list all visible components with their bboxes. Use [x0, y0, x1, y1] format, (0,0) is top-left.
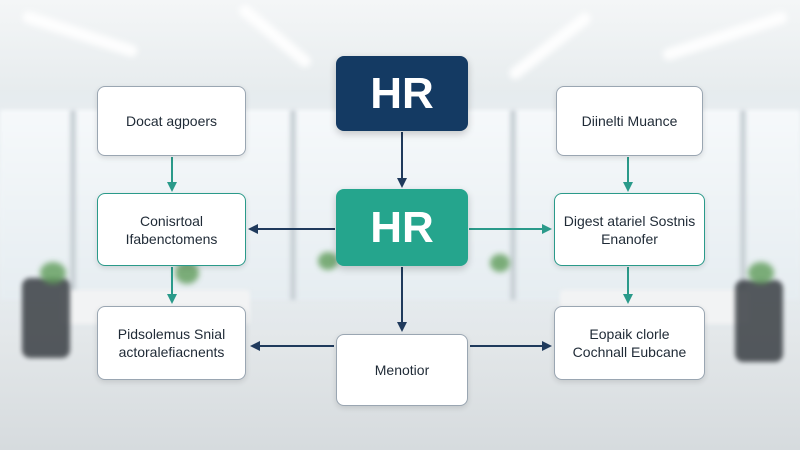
bottom-center-node: Menotior [336, 334, 468, 406]
window-frame [510, 110, 516, 300]
office-chair [22, 278, 70, 358]
window-frame [740, 110, 746, 300]
hr-top-label: HR [370, 68, 434, 118]
window-frame [70, 110, 76, 300]
top-right-node: Diinelti Muance [556, 86, 703, 156]
top-left-node: Docat agpoers [97, 86, 246, 156]
bottom-right-node: Eopaik clorle Cochnall Eubcane [554, 306, 705, 380]
hr-center-node: HR [336, 189, 468, 266]
plant [40, 262, 66, 284]
plant [490, 254, 510, 272]
bottom-right-label-line1: Eopaik clorle [589, 326, 670, 342]
plant [175, 262, 199, 284]
bottom-left-label-line1: Pidsolemus Snial [117, 326, 226, 342]
window-frame [290, 110, 296, 300]
office-chair [735, 280, 783, 362]
plant [318, 252, 338, 270]
mid-right-label-line2: Enanofer [601, 230, 658, 247]
mid-left-node: Conisrtoal Ifabenctomens [97, 193, 246, 266]
bottom-center-label: Menotior [374, 362, 430, 378]
bottom-right-label-line2: Cochnall Eubcane [572, 344, 687, 360]
bottom-left-label-line2: actoralefiacnents [118, 344, 225, 360]
mid-right-node: Digest atariel Sostnis Enanofer [554, 193, 705, 266]
top-left-label: Docat agpoers [125, 113, 218, 129]
mid-right-label-line1: Digest atariel Sostnis [563, 212, 696, 229]
hr-center-label: HR [370, 202, 434, 252]
hr-top-node: HR [336, 56, 468, 131]
plant [748, 262, 774, 284]
top-right-label: Diinelti Muance [581, 113, 678, 129]
mid-left-label-line2: Ifabenctomens [125, 230, 218, 247]
mid-left-label-line1: Conisrtoal [139, 212, 204, 229]
bottom-left-node: Pidsolemus Snial actoralefiacnents [97, 306, 246, 380]
